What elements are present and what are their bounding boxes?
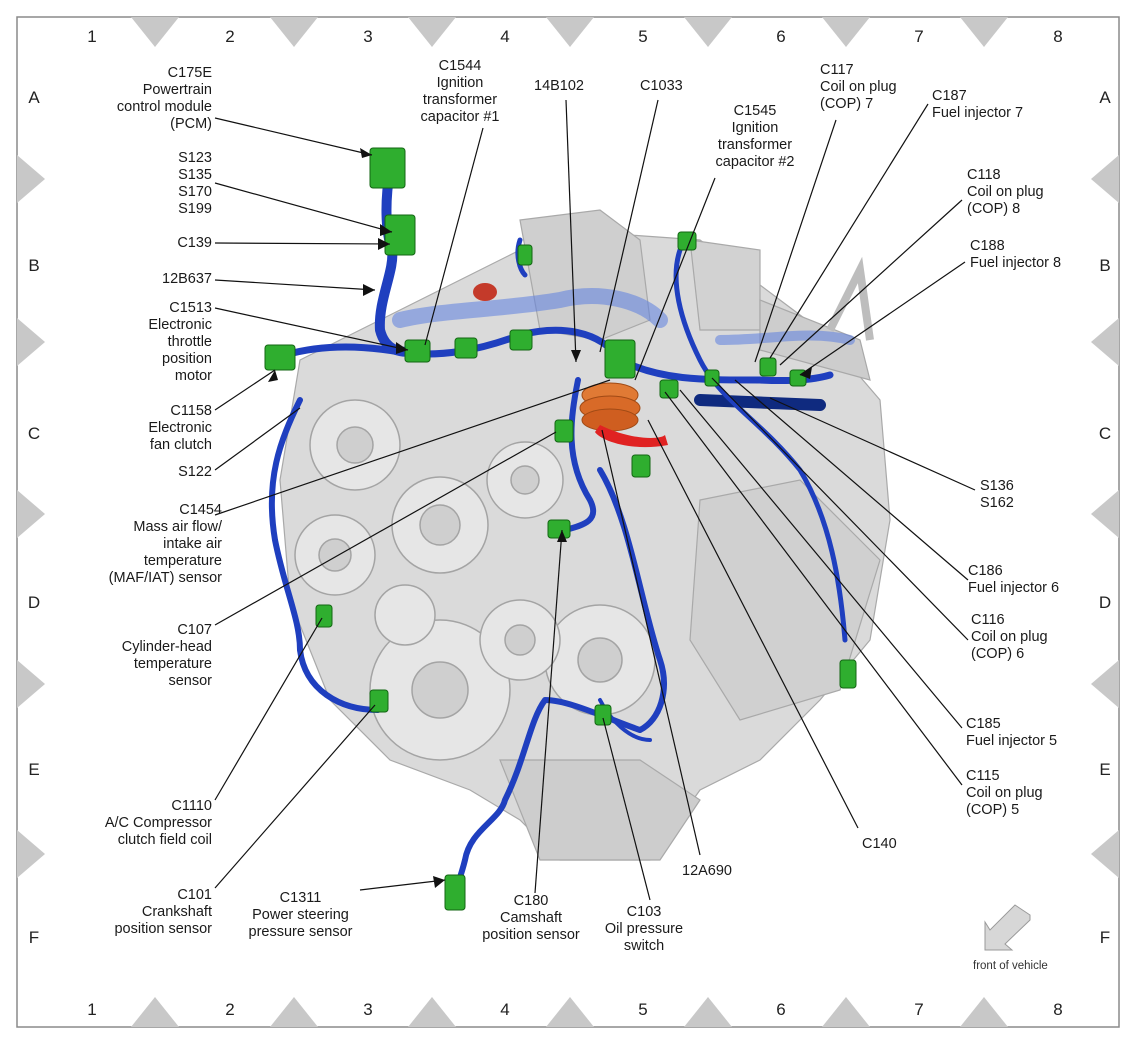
label-c139: C139 [177, 235, 212, 251]
label-c1513: C1513 Electronic throttle position motor [148, 300, 212, 384]
grid-col-3-top: 3 [363, 27, 373, 46]
label-c180: C180 Camshaft position sensor [482, 893, 580, 943]
grid-row-b-left: B [28, 256, 40, 275]
grid-col-8-bottom: 8 [1053, 1000, 1063, 1019]
label-s136: S136 S162 [980, 478, 1014, 511]
label-c103: C103 Oil pressure switch [604, 904, 684, 954]
label-c116: C116 Coil on plug (COP) 6 [971, 612, 1048, 662]
grid-col-7-bottom: 7 [914, 1000, 924, 1019]
label-c1311: C1311 Power steering pressure sensor [248, 890, 353, 940]
grid-row-c-left: C [27, 424, 41, 443]
grid-row-e-left: E [28, 760, 40, 779]
grid-col-4-bottom: 4 [500, 1000, 510, 1019]
label-s122: S122 [178, 464, 212, 480]
grid-col-1-top: 1 [87, 27, 97, 46]
grid-tabs [17, 17, 1119, 1027]
label-14b102: 14B102 [534, 78, 584, 94]
label-c117: C117 Coil on plug (COP) 7 [820, 62, 897, 112]
grid-col-1-bottom: 1 [87, 1000, 97, 1019]
grid-row-f-left: F [28, 928, 40, 947]
leader-lines [214, 99, 976, 901]
label-c1454: C1454 Mass air flow/ intake air temperat… [108, 502, 222, 586]
label-c1544: C1544 Ignition transformer capacitor #1 [420, 58, 500, 125]
label-c1545: C1545 Ignition transformer capacitor #2 [715, 103, 795, 170]
grid-col-2-top: 2 [225, 27, 235, 46]
grid-col-7-top: 7 [914, 27, 924, 46]
label-c1110: C1110 A/C Compressor clutch field coil [104, 798, 212, 848]
grid-col-2-bottom: 2 [225, 1000, 235, 1019]
grid-row-e-right: E [1099, 760, 1111, 779]
engine-block [279, 209, 891, 861]
grid-row-a-right: A [1099, 88, 1111, 107]
grid-col-5-top: 5 [638, 27, 648, 46]
grid-row-b-right: B [1099, 256, 1111, 275]
label-c140: C140 [862, 836, 897, 852]
grid-row-d-left: D [27, 593, 41, 612]
label-c187: C187 Fuel injector 7 [932, 88, 1024, 121]
label-c1158: C1158 Electronic fan clutch [148, 403, 212, 453]
wiring-harness-translucent [392, 288, 855, 345]
grid-row-d-right: D [1098, 593, 1112, 612]
grid-col-3-bottom: 3 [363, 1000, 373, 1019]
label-c186: C186 Fuel injector 6 [968, 563, 1060, 596]
label-c175e: C175E Powertrain control module (PCM) [116, 65, 212, 132]
label-c118: C118 Coil on plug (COP) 8 [967, 167, 1044, 217]
ignition-coil-parts [473, 283, 668, 448]
grid-col-4-top: 4 [500, 27, 510, 46]
grid-col-6-bottom: 6 [776, 1000, 786, 1019]
grid-row-f-right: F [1099, 928, 1111, 947]
grid-col-5-bottom: 5 [638, 1000, 648, 1019]
label-c185: C185 Fuel injector 5 [966, 716, 1058, 749]
grid-row-a-left: A [28, 88, 40, 107]
label-12a690: 12A690 [682, 863, 732, 879]
grid-col-8-top: 8 [1053, 27, 1063, 46]
label-12b637: 12B637 [162, 271, 212, 287]
label-c188: C188 Fuel injector 8 [970, 238, 1062, 271]
front-of-vehicle-label: front of vehicle [973, 960, 1048, 972]
front-of-vehicle-arrow-icon [984, 904, 1031, 951]
grid-row-c-right: C [1098, 424, 1112, 443]
grid-col-6-top: 6 [776, 27, 786, 46]
leader-arrows [268, 148, 812, 888]
label-c101: C101 Crankshaft position sensor [114, 887, 212, 937]
label-s123: S123 S135 S170 S199 [178, 150, 212, 217]
label-c107: C107 Cylinder-head temperature sensor [121, 622, 212, 689]
label-c1033: C1033 [640, 78, 683, 94]
label-c115: C115 Coil on plug (COP) 5 [966, 768, 1043, 818]
